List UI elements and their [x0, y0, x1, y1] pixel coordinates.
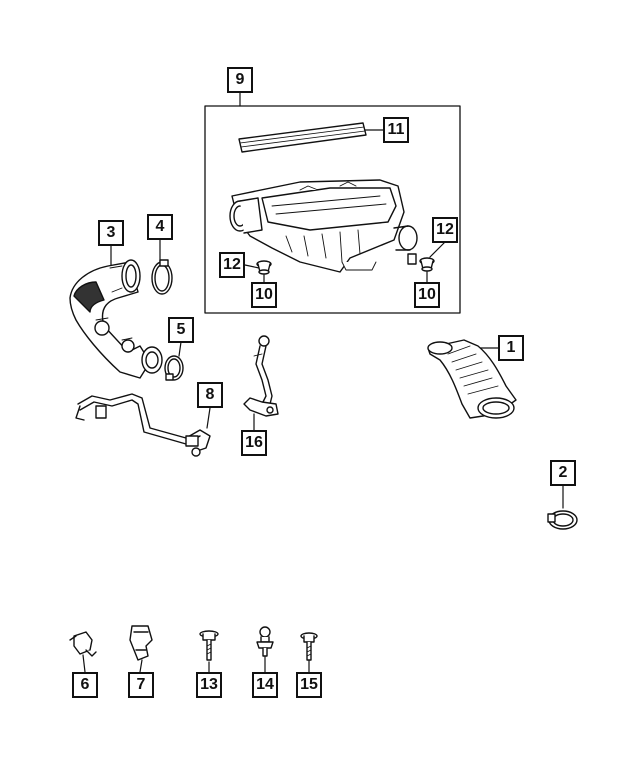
- airbox-group-frame: [204, 105, 461, 314]
- grommet-left: [256, 260, 272, 275]
- callout-4: 4: [147, 214, 173, 240]
- callout-12-right: 12: [432, 217, 458, 243]
- hose-clamp-lower: [164, 355, 184, 381]
- fastener-ball-stud: [256, 626, 274, 657]
- callout-16: 16: [241, 430, 267, 456]
- fastener-clip: [69, 631, 97, 657]
- fastener-bolt-15: [300, 632, 318, 661]
- callout-3: 3: [98, 220, 124, 246]
- callout-12-left: 12: [219, 252, 245, 278]
- callout-13: 13: [196, 672, 222, 698]
- air-cleaner-housing: [229, 179, 418, 273]
- pcv-hose: [75, 393, 211, 457]
- callout-5: 5: [168, 317, 194, 343]
- callout-1: 1: [498, 335, 524, 361]
- callout-10-left: 10: [251, 282, 277, 308]
- callout-15: 15: [296, 672, 322, 698]
- callout-11: 11: [383, 117, 409, 143]
- air-intake-duct: [69, 259, 163, 379]
- callout-9: 9: [227, 67, 253, 93]
- leader-lines: [82, 91, 564, 673]
- fastener-bolt-13: [199, 630, 219, 661]
- grommet-right: [419, 257, 435, 272]
- callout-10-right: 10: [414, 282, 440, 308]
- fastener-retainer: [129, 625, 153, 661]
- callout-2: 2: [550, 460, 576, 486]
- vent-hose: [243, 335, 279, 417]
- callout-6: 6: [72, 672, 98, 698]
- air-filter-element: [238, 122, 367, 153]
- hose-clamp-upper: [151, 259, 173, 295]
- callout-14: 14: [252, 672, 278, 698]
- air-outlet-duct: [427, 339, 517, 419]
- callout-7: 7: [128, 672, 154, 698]
- hose-clamp-outlet: [547, 510, 578, 530]
- callout-8: 8: [197, 382, 223, 408]
